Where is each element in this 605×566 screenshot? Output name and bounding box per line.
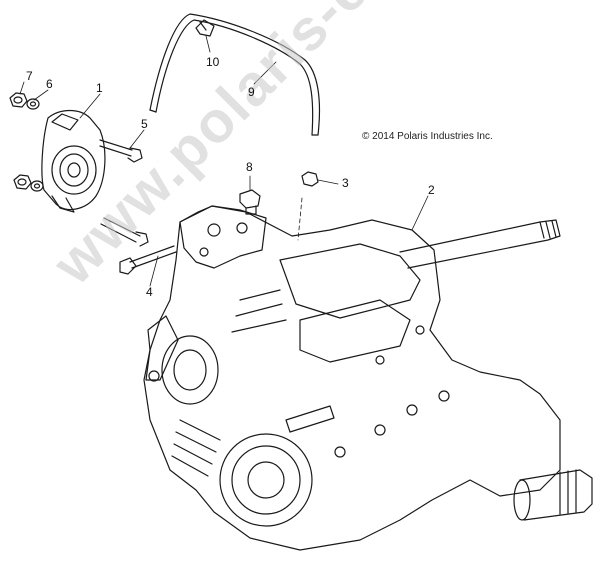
small-nut-part [301,171,319,187]
hose-clip-part [195,19,215,37]
bolt-part-5 [99,139,143,163]
callout-8: 8 [246,160,253,174]
leader-lines [19,35,429,287]
bolt-part-4-lower [119,245,177,275]
copyright-notice: © 2014 Polaris Industries Inc. [362,131,493,142]
callout-2: 2 [428,183,435,197]
callout-5: 5 [141,117,148,131]
callout-3: 3 [342,176,349,190]
washer-part-top [26,98,40,110]
nut-part-bottom [13,174,32,190]
switch-housing-part [41,109,106,213]
callout-6: 6 [46,77,53,91]
callout-1: 1 [96,81,103,95]
transmission-body [143,205,593,551]
callout-9: 9 [248,85,255,99]
washer-part-bottom [30,180,44,192]
vent-hose-part [149,13,321,136]
callout-7: 7 [26,69,33,83]
bolt-part-4-upper [100,217,149,247]
nut-part-top [9,92,28,108]
callout-4: 4 [146,285,153,299]
callout-10: 10 [206,55,220,69]
